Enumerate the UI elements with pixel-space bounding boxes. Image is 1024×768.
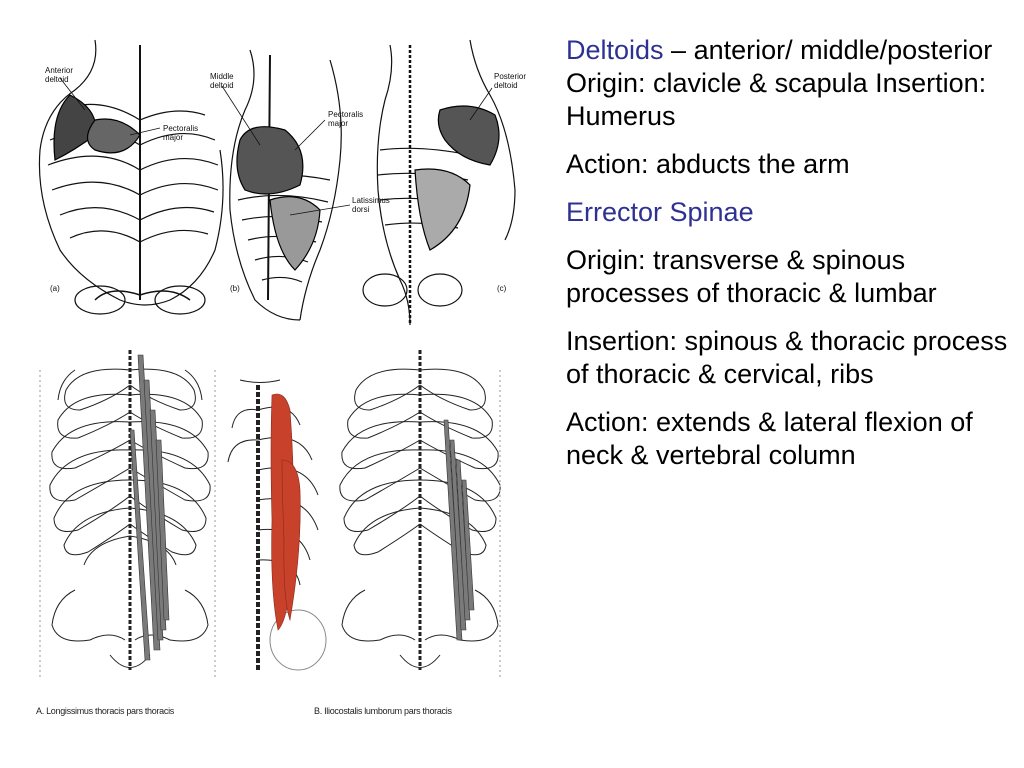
label-line: dorsi [352, 205, 370, 214]
label-line: Pectoralis [163, 124, 199, 133]
label-line: major [328, 119, 349, 128]
label-line: Middle [210, 72, 234, 81]
caption-iliocostalis: B. Iliocostalis lumborum pars thoracis [314, 706, 452, 716]
pectoralis-major-a [86, 118, 141, 154]
label-anterior-deltoid: Anterior deltoid [45, 66, 73, 84]
middle-deltoid-muscle [236, 126, 304, 195]
anterior-deltoid-muscle [53, 94, 97, 161]
right-ribcage-drawing [339, 350, 501, 670]
deltoids-description: – anterior/ middle/posterior Origin: cla… [566, 35, 993, 131]
posterior-view-drawing [362, 39, 516, 326]
label-pectoralis-major-a: Pectoralis major [163, 124, 198, 142]
label-line: Latissimus [352, 196, 390, 205]
label-middle-deltoid: Middle deltoid [210, 72, 234, 90]
anatomy-figure: Anterior deltoid Pectoralis major (a) Mi… [36, 39, 526, 716]
text-panel: Deltoids – anterior/ middle/posterior Or… [566, 34, 1016, 487]
caption-longissimus: A. Longissimus thoracis pars thoracis [36, 706, 174, 716]
deltoids-action: Action: abducts the arm [566, 149, 850, 179]
label-line: deltoid [210, 81, 234, 90]
erector-action: Action: extends & lateral flexion of nec… [566, 407, 973, 470]
label-posterior-deltoid: Posterior deltoid [494, 72, 526, 90]
latissimus-dorsi-muscle [269, 196, 321, 271]
label-line: Anterior [45, 66, 74, 75]
label-panel-a: (a) [50, 284, 60, 293]
label-line: Posterior [494, 72, 527, 81]
deltoids-paragraph: Deltoids – anterior/ middle/posterior Or… [566, 34, 1016, 133]
longissimus-strips [129, 354, 170, 661]
erector-origin: Origin: transverse & spinous processes o… [566, 245, 937, 308]
left-ribcage-drawing [49, 350, 211, 670]
erector-insertion: Insertion: spinous & thoracic process of… [566, 326, 1008, 389]
erector-spinae-term: Errector Spinae [566, 197, 754, 227]
center-spine-drawing [227, 379, 327, 671]
label-latissimus-dorsi: Latissimus dorsi [352, 196, 390, 214]
label-line: deltoid [494, 81, 518, 90]
latissimus-back-muscle [414, 168, 471, 251]
label-panel-b: (b) [230, 284, 240, 293]
label-line: deltoid [45, 75, 69, 84]
posterior-deltoid-muscle [437, 105, 500, 166]
deltoid-illustrations [38, 39, 516, 326]
erector-spinae-illustrations [39, 350, 501, 680]
label-panel-c: (c) [497, 284, 507, 293]
label-line: Pectoralis [328, 110, 364, 119]
deltoids-term: Deltoids [566, 35, 664, 65]
label-line: major [163, 133, 184, 142]
label-pectoralis-major-b: Pectoralis major [328, 110, 363, 128]
iliocostalis-strips [443, 419, 475, 641]
iliocostalis-muscle [270, 393, 301, 631]
